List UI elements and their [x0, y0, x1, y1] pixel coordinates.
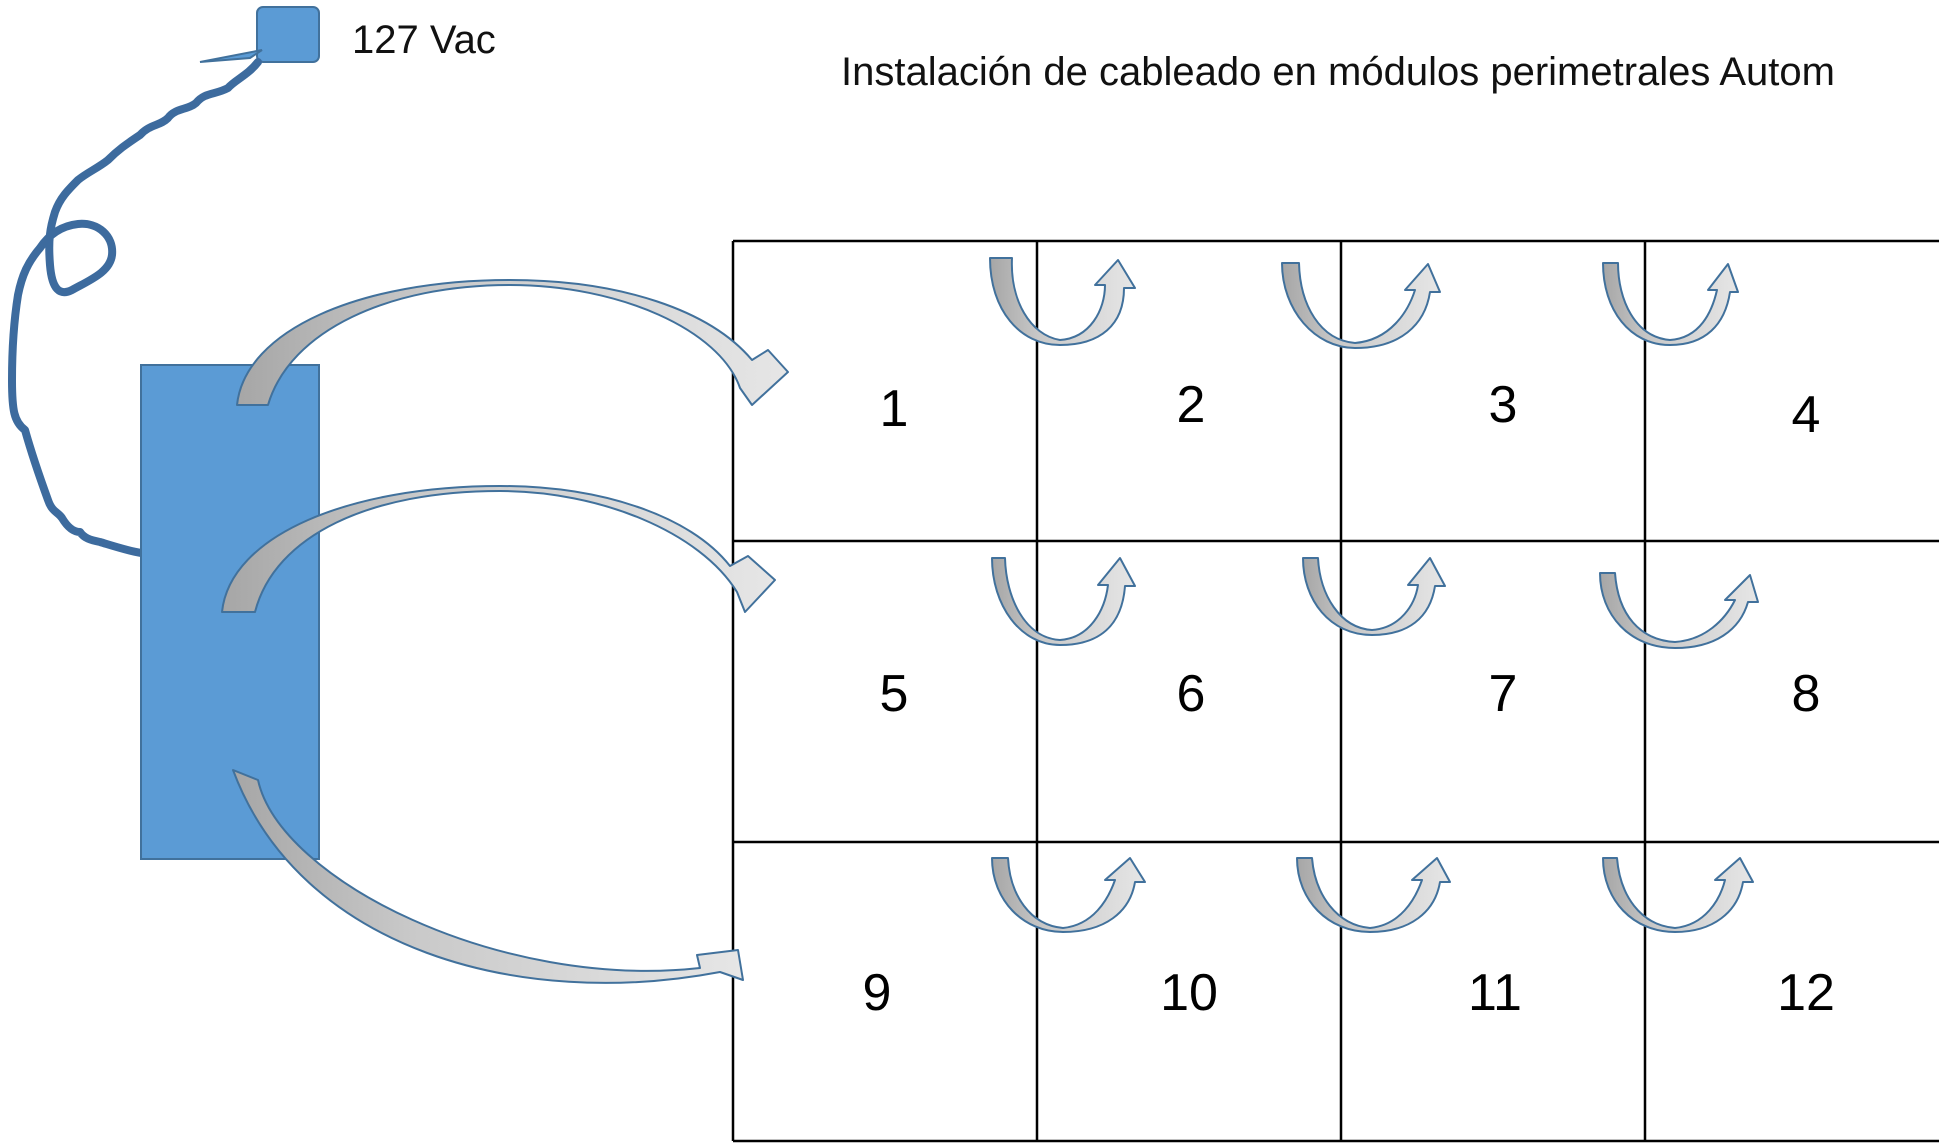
power-cable [8, 58, 262, 560]
power-outlet-box [256, 6, 320, 63]
jumper-arrow-9-10 [991, 857, 1146, 933]
module-number: 11 [1468, 964, 1522, 1022]
module-number: 9 [863, 964, 892, 1022]
module-grid [731, 239, 1939, 1143]
power-source-label: 127 Vac [352, 18, 496, 62]
module-number: 2 [1177, 376, 1206, 434]
jumper-arrow-2-3 [1281, 262, 1441, 349]
feed-arrow-row3 [232, 769, 744, 984]
diagram-title: Instalación de cableado en módulos perim… [841, 50, 1835, 94]
jumper-arrow-10-11 [1296, 857, 1451, 933]
module-number: 12 [1777, 964, 1835, 1022]
jumper-arrow-6-7 [1302, 557, 1446, 636]
module-number: 10 [1160, 964, 1218, 1022]
module-number: 1 [880, 380, 909, 438]
module-number: 6 [1177, 665, 1206, 723]
module-number: 7 [1489, 665, 1518, 723]
jumper-arrow-1-2 [989, 257, 1136, 346]
jumper-arrow-3-4 [1602, 262, 1739, 346]
jumper-arrow-7-8 [1599, 572, 1759, 649]
jumper-arrow-5-6 [991, 557, 1136, 646]
module-number: 5 [880, 665, 909, 723]
feed-arrow-row1 [236, 279, 789, 406]
module-number: 4 [1792, 386, 1821, 444]
feed-arrow-row2 [221, 485, 776, 613]
jumper-arrow-11-12 [1602, 857, 1754, 933]
plug-tip [199, 49, 263, 63]
module-number: 3 [1489, 376, 1518, 434]
jumper-arrows [989, 257, 1759, 933]
module-number: 8 [1792, 665, 1821, 723]
